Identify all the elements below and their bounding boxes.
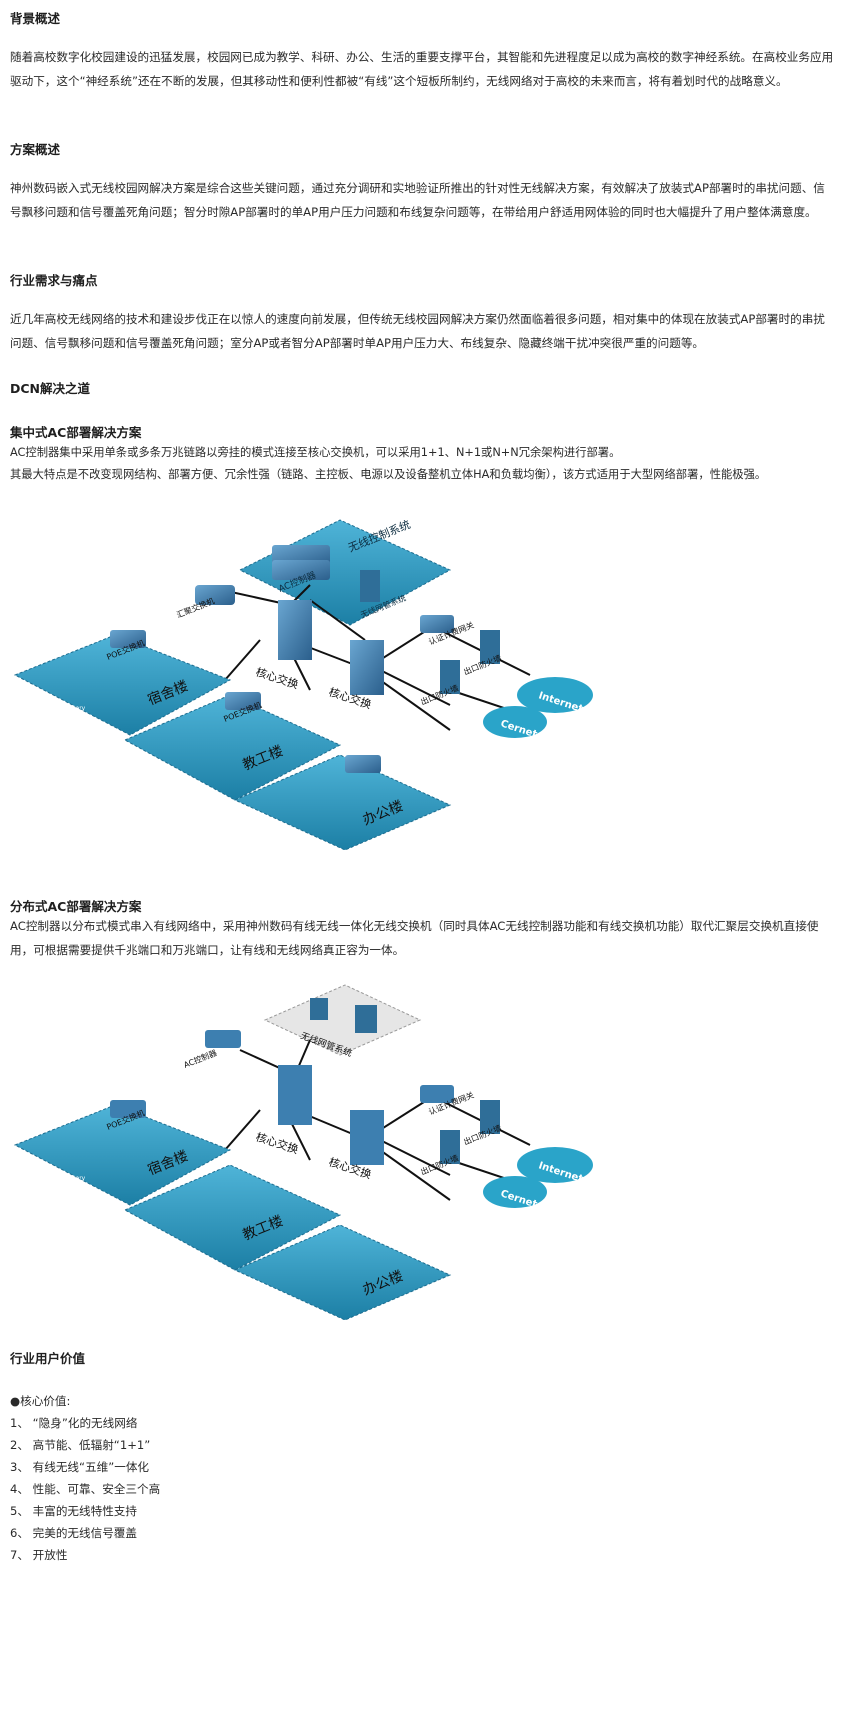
value-item-4: 4、 性能、可靠、安全三个高 [10, 1482, 161, 1496]
value-item-3: 3、 有线无线“五维”一体化 [10, 1460, 150, 1474]
firewall-2-2-label: 出口防火墙 [419, 1153, 460, 1177]
distributed-network-diagram: 无线网管系统 AC控制器 核心交换 核心交换 认证计费网 [13, 984, 593, 1320]
firewall-2-1: 出口防火墙 [462, 1100, 503, 1147]
dorm-tag: Dormitory [55, 705, 86, 712]
section-title-value: 行业用户价值 [10, 1351, 86, 1366]
value-item-1: 1、 “隐身”化的无线网络 [10, 1416, 138, 1430]
core-switch-2-1: 核心交换 [254, 1065, 312, 1156]
dorm-platform-2: POE交换机 宿舍楼 Dormitory [13, 1100, 232, 1206]
value-item-2: 2、 高节能、低辐射“1+1” [10, 1438, 151, 1452]
firewall-1: 出口防火墙 [462, 630, 503, 677]
section-title-overview: 方案概述 [10, 142, 61, 157]
section-title-background: 背景概述 [10, 11, 61, 26]
agg-switch: 汇聚交换机 [175, 585, 235, 620]
wireless-mgmt-platform: 无线网管系统 [263, 984, 422, 1059]
dorm-platform: POE交换机 宿舍楼 Dormitory [13, 630, 232, 736]
wireless-control-platform: 无线控制系统 [238, 517, 452, 626]
internet-cloud: Internet [517, 677, 593, 715]
distributed-title: 分布式AC部署解决方案 [10, 899, 142, 914]
value-item-7: 7、 开放性 [10, 1548, 68, 1562]
auth-gateway: 认证计费网关 [420, 615, 475, 647]
cernet-cloud: Cernet [483, 706, 547, 741]
auth-gateway-2: 认证计费网关 [420, 1085, 475, 1117]
value-item-6: 6、 完美的无线信号覆盖 [10, 1526, 137, 1540]
centralized-line-2: 其最大特点是不改变现网结构、部署方便、冗余性强（链路、主控板、电源以及设备整机立… [10, 468, 767, 481]
background-paragraph: 随着高校数字化校园建设的迅猛发展，校园网已成为教学、科研、办公、生活的重要支撑平… [10, 50, 834, 88]
section-title-solution: DCN解决之道 [10, 381, 91, 396]
ac-controller-2: AC控制器 [182, 1030, 241, 1070]
core-switch-1-label: 核心交换 [254, 665, 300, 692]
staff-platform-2: 教工楼 [123, 1164, 342, 1271]
office-platform: 办公楼 [233, 754, 452, 850]
firewall-2-label: 出口防火墙 [419, 683, 460, 707]
firewall-2: 出口防火墙 [419, 660, 460, 707]
centralized-title: 集中式AC部署解决方案 [10, 425, 142, 440]
pain-points-paragraph: 近几年高校无线网络的技术和建设步伐正在以惊人的速度向前发展，但传统无线校园网解决… [10, 312, 825, 350]
centralized-line-1: AC控制器集中采用单条或多条万兆链路以旁挂的模式连接至核心交换机，可以采用1+1… [10, 446, 621, 459]
core-value-label: ●核心价值: [10, 1394, 71, 1408]
core-switch-2: 核心交换 [327, 640, 384, 711]
cernet-cloud-2: Cernet [483, 1176, 547, 1211]
value-item-5: 5、 丰富的无线特性支持 [10, 1504, 137, 1518]
office-platform-2: 办公楼 [233, 1224, 452, 1320]
core-switch-2-2: 核心交换 [327, 1110, 384, 1181]
firewall-2-2: 出口防火墙 [419, 1130, 460, 1177]
internet-cloud-2: Internet [517, 1147, 593, 1185]
centralized-network-diagram: 无线控制系统 AC控制器 无线网管系统 核心交换 [13, 517, 593, 850]
staff-platform: POE交换机 教工楼 [123, 692, 342, 801]
distributed-paragraph: AC控制器以分布式模式串入有线网络中，采用神州数码有线无线一体化无线交换机（同时… [10, 919, 819, 957]
section-title-pain-points: 行业需求与痛点 [10, 273, 98, 288]
ac-controller-label-2: AC控制器 [182, 1048, 218, 1070]
dorm-tag-2: Dormitory [55, 1175, 86, 1182]
overview-paragraph: 神州数码嵌入式无线校园网解决方案是综合这些关键问题，通过充分调研和实地验证所推出… [10, 181, 825, 219]
core-switch-2-1-label: 核心交换 [254, 1130, 300, 1157]
